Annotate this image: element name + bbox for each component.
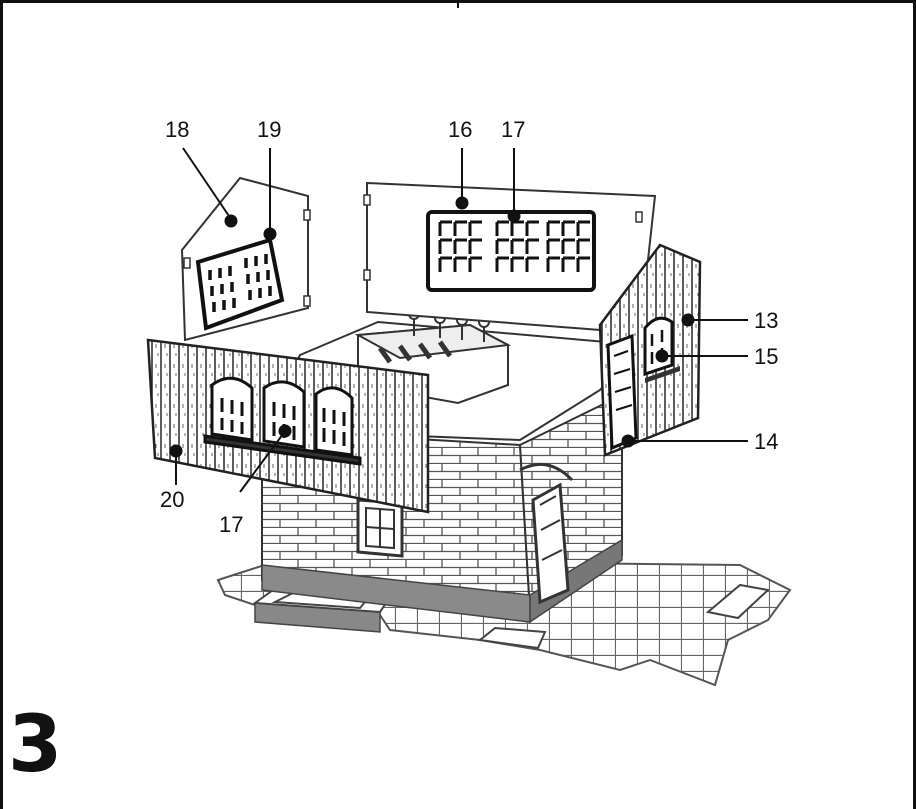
leader-lines [169, 147, 748, 493]
gable-panel-18 [180, 176, 311, 342]
callout-dot-17a [507, 209, 521, 223]
callout-19: 19 [257, 117, 281, 142]
callout-20: 20 [160, 487, 184, 512]
step-number: 3 [8, 700, 63, 790]
callout-18: 18 [165, 117, 189, 142]
callout-17-back: 17 [501, 117, 525, 142]
callout-dot-14 [621, 434, 635, 448]
callout-dot-19 [263, 227, 277, 241]
window-17-back [426, 210, 596, 292]
callout-16: 16 [448, 117, 472, 142]
window-17-front [203, 376, 362, 466]
back-wall-panel-16 [363, 181, 657, 335]
callout-17-front: 17 [219, 512, 243, 537]
callout-13: 13 [754, 308, 778, 333]
callout-dot-17b [278, 424, 292, 438]
callout-dot-20 [169, 444, 183, 458]
callout-15: 15 [754, 344, 778, 369]
callout-dot-16 [455, 196, 469, 210]
callout-dot-18 [224, 214, 238, 228]
window-19 [195, 237, 285, 331]
gable-panel-13 [598, 243, 702, 457]
callout-14: 14 [754, 429, 778, 454]
callout-labels: 18 19 16 17 13 15 14 20 17 [160, 117, 778, 537]
callout-dot-15 [655, 349, 669, 363]
callout-dot-13 [681, 313, 695, 327]
door-14 [606, 333, 638, 451]
